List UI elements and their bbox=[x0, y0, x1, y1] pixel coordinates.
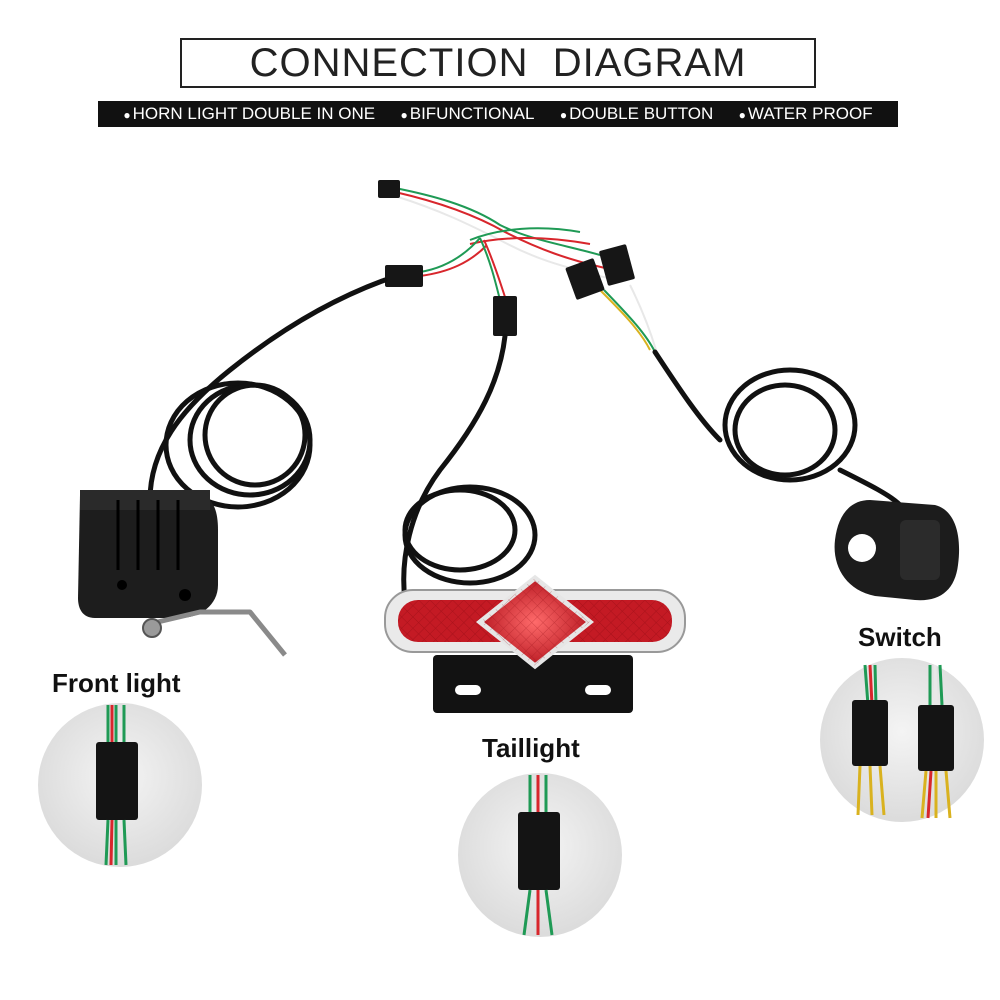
feature-label: HORN LIGHT DOUBLE IN ONE bbox=[132, 104, 376, 123]
connector bbox=[493, 296, 517, 336]
cables bbox=[147, 277, 903, 603]
page-title: CONNECTION DIAGRAM bbox=[249, 40, 747, 85]
switch-connector-detail bbox=[820, 658, 984, 822]
title-box: CONNECTION DIAGRAM bbox=[180, 38, 816, 88]
switch-label: Switch bbox=[858, 622, 942, 652]
connector bbox=[385, 265, 423, 287]
front-light-unit bbox=[78, 490, 287, 657]
feature-bar: ●HORN LIGHT DOUBLE IN ONE ●BIFUNCTIONAL … bbox=[98, 101, 898, 127]
feature-item: ●BIFUNCTIONAL bbox=[400, 104, 535, 123]
front-light-label: Front light bbox=[52, 668, 181, 698]
feature-item: ●WATER PROOF bbox=[738, 104, 873, 123]
taillight-unit bbox=[384, 574, 686, 713]
connector bbox=[378, 180, 400, 198]
feature-item: ●HORN LIGHT DOUBLE IN ONE bbox=[123, 104, 376, 123]
connector bbox=[599, 244, 635, 286]
feature-item: ●DOUBLE BUTTON bbox=[559, 104, 714, 123]
switch-unit bbox=[834, 500, 960, 601]
taillight-label: Taillight bbox=[482, 733, 580, 763]
connector bbox=[565, 258, 605, 300]
front-light-connector-detail bbox=[38, 703, 202, 867]
feature-label: DOUBLE BUTTON bbox=[569, 104, 714, 123]
feature-label: WATER PROOF bbox=[747, 104, 873, 123]
harness-connectors bbox=[378, 180, 635, 336]
feature-label: BIFUNCTIONAL bbox=[409, 104, 535, 123]
taillight-connector-detail bbox=[458, 773, 622, 937]
